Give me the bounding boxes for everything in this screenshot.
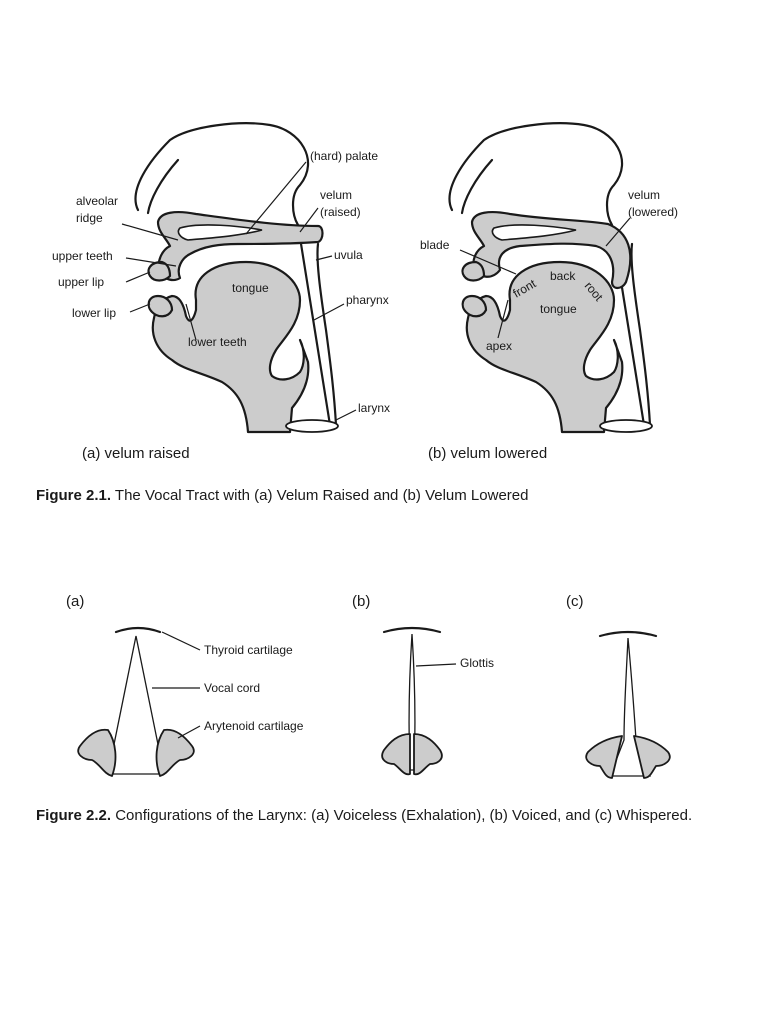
figure-2-1-panel-b: velum (lowered) blade front back root to… <box>420 122 678 462</box>
thyroid-cartilage-c <box>598 630 658 638</box>
panel-letter-b: (b) <box>352 593 370 610</box>
arytenoid-right-c <box>633 735 671 779</box>
label-raised: (raised) <box>320 205 361 219</box>
label-hard-palate: (hard) palate <box>310 149 378 163</box>
head-outline <box>134 122 332 427</box>
label-lower-lip: lower lip <box>72 306 116 320</box>
nasal-inner-outline <box>146 158 180 215</box>
leader-upper-teeth <box>125 257 177 267</box>
label-upper-lip: upper lip <box>58 275 104 289</box>
figure-2-2-caption-label: Figure 2.2. <box>36 807 111 824</box>
leader-larynx <box>335 409 357 421</box>
head-outline-b <box>448 122 646 427</box>
label-back: back <box>550 269 576 283</box>
label-ridge: ridge <box>76 211 103 225</box>
leader-alveolar <box>121 223 179 241</box>
arytenoid-left-a <box>77 728 117 777</box>
label-pharynx: pharynx <box>346 293 389 307</box>
figure-2-2-caption: Figure 2.2. Configurations of the Larynx… <box>36 807 692 824</box>
pharynx-wall <box>316 242 338 427</box>
thyroid-cartilage-b <box>382 626 442 634</box>
figure-2-1-caption: Figure 2.1. The Vocal Tract with (a) Vel… <box>36 487 528 504</box>
leader-velum-b <box>605 217 631 247</box>
figure-2-2: (a) (b) (c) Thyroid cartilage Vocal cord… <box>66 593 671 779</box>
lower-lip-shape <box>147 294 174 318</box>
label-uvula: uvula <box>334 248 363 262</box>
leader-hard-palate <box>245 161 307 235</box>
label-blade: blade <box>420 238 450 252</box>
leader-thyroid <box>161 631 201 651</box>
arytenoid-left-b <box>381 733 411 776</box>
label-velum-a: velum <box>320 188 352 202</box>
label-larynx: larynx <box>358 401 390 415</box>
larynx-shape-b <box>599 419 653 433</box>
thyroid-cartilage-a <box>114 626 162 634</box>
label-lowered: (lowered) <box>628 205 678 219</box>
arytenoid-left-c <box>585 735 623 779</box>
panel-letter-c: (c) <box>566 593 584 610</box>
leader-arytenoid <box>177 725 201 739</box>
lower-lip-shape-b <box>461 294 488 318</box>
leader-uvula <box>315 255 333 261</box>
nasal-inner-outline-b <box>460 158 494 215</box>
figure-2-1-panel-a: (hard) palate alveolar ridge velum (rais… <box>52 122 390 462</box>
larynx-whispered <box>585 630 671 779</box>
leader-upper-lip <box>125 271 151 283</box>
arytenoid-right-b <box>413 733 443 776</box>
leader-lower-teeth <box>185 303 197 341</box>
figure-2-1-caption-label: Figure 2.1. <box>36 487 111 504</box>
pharynx-wall-b <box>630 242 652 427</box>
leader-lower-lip <box>129 303 151 313</box>
subtitle-a: (a) velum raised <box>82 445 190 462</box>
figure-2-2-caption-text: Configurations of the Larynx: (a) Voicel… <box>111 807 692 824</box>
label-velum-b: velum <box>628 188 660 202</box>
hard-palate-plate-b <box>491 224 577 241</box>
label-apex: apex <box>486 339 512 353</box>
label-alveolar: alveolar <box>76 194 118 208</box>
subtitle-b: (b) velum lowered <box>428 445 547 462</box>
label-tongue-b: tongue <box>540 302 577 316</box>
label-thyroid-cartilage: Thyroid cartilage <box>204 643 293 657</box>
glottis-c <box>609 637 651 777</box>
leader-blade <box>459 249 517 275</box>
panel-letter-a: (a) <box>66 593 84 610</box>
label-upper-teeth: upper teeth <box>52 249 113 263</box>
tongue-body <box>151 260 310 434</box>
upper-lip-shape-b <box>461 260 486 282</box>
hard-palate-plate <box>177 224 263 241</box>
larynx-voiced <box>381 626 443 776</box>
figure-2-1-caption-text: The Vocal Tract with (a) Velum Raised an… <box>111 487 528 504</box>
leader-pharynx <box>313 303 345 321</box>
tongue-body-b <box>465 260 624 434</box>
glottis-a <box>107 635 165 775</box>
leader-velum <box>299 207 319 233</box>
label-tongue-a: tongue <box>232 281 269 295</box>
leader-glottis <box>415 663 457 667</box>
larynx-shape <box>285 419 339 433</box>
label-arytenoid-cartilage: Arytenoid cartilage <box>204 719 304 733</box>
label-glottis: Glottis <box>460 656 494 670</box>
leader-apex <box>497 299 509 339</box>
upper-lip-shape <box>147 260 172 282</box>
larynx-voiceless <box>77 626 195 777</box>
label-vocal-cord: Vocal cord <box>204 681 260 695</box>
arytenoid-right-a <box>155 728 195 777</box>
label-lower-teeth: lower teeth <box>188 335 247 349</box>
